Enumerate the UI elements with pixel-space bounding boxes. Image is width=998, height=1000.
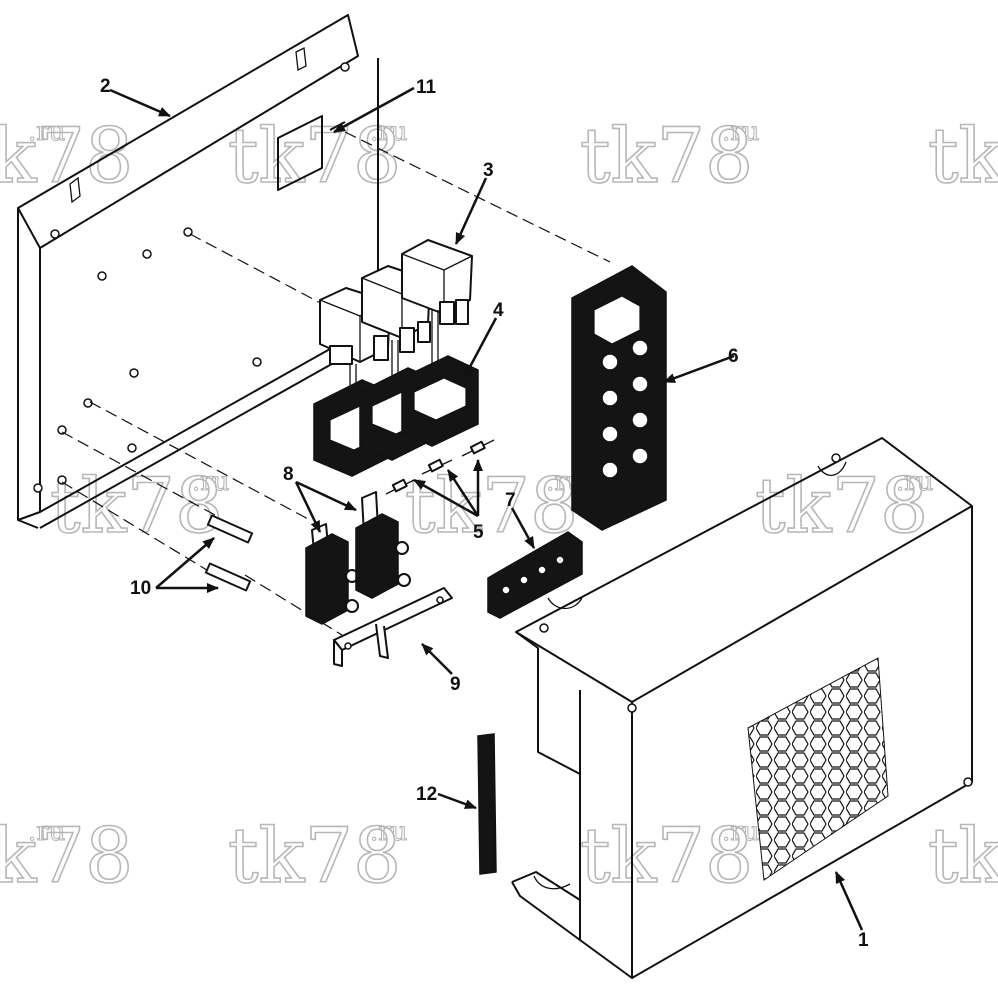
watermark: tk78.ru xyxy=(579,810,760,901)
watermark: tk78.ru xyxy=(0,110,134,201)
svg-text:tk78: tk78 xyxy=(405,461,578,550)
terminal-block-large xyxy=(571,265,667,531)
callout-5: 5 xyxy=(473,522,484,543)
terminal-strip-small xyxy=(487,531,583,619)
watermark: tk78.ru xyxy=(227,110,408,201)
leader-lines xyxy=(109,86,864,931)
watermark: tk78 xyxy=(927,810,998,901)
gasket-strip xyxy=(477,733,497,875)
label-plate xyxy=(277,115,323,191)
callout-10: 10 xyxy=(130,578,151,599)
svg-text:.ru: .ru xyxy=(370,117,407,147)
watermark: tk78.ru xyxy=(227,810,408,901)
callout-9: 9 xyxy=(450,674,461,695)
watermark: tk78.ru xyxy=(579,110,760,201)
watermark: tk78.ru xyxy=(754,460,934,551)
cover xyxy=(511,437,973,979)
watermark: tk78.ru xyxy=(0,810,134,901)
svg-text:tk78: tk78 xyxy=(755,461,928,550)
callout-2: 2 xyxy=(100,76,111,97)
svg-text:tk78: tk78 xyxy=(580,111,753,200)
svg-text:tk78: tk78 xyxy=(928,811,998,900)
svg-text:tk78: tk78 xyxy=(228,111,401,200)
diode xyxy=(385,478,415,495)
svg-text:.ru: .ru xyxy=(722,117,759,147)
svg-text:tk78: tk78 xyxy=(228,811,401,900)
diode xyxy=(421,458,453,475)
relay-socket xyxy=(401,355,479,447)
watermarks: tk78.ru tk78.ru tk78.ru tk78 tk78.ru tk7… xyxy=(0,110,998,901)
svg-text:.ru: .ru xyxy=(28,817,65,847)
svg-text:tk78: tk78 xyxy=(0,811,133,900)
svg-text:.ru: .ru xyxy=(722,817,759,847)
vent-grille xyxy=(747,657,889,881)
callout-3: 3 xyxy=(483,160,494,181)
callout-8: 8 xyxy=(283,464,294,485)
callout-11: 11 xyxy=(416,77,437,98)
circuit-breaker xyxy=(305,523,359,625)
callout-labels: 1 2 3 4 5 6 7 8 9 10 11 12 xyxy=(100,76,869,951)
diode xyxy=(461,439,495,457)
breaker-bracket xyxy=(333,587,453,667)
svg-text:.ru: .ru xyxy=(28,117,65,147)
circuit-breaker xyxy=(355,491,411,599)
watermark: tk78.ru xyxy=(49,460,230,551)
stud xyxy=(206,514,254,544)
callout-6: 6 xyxy=(728,346,739,367)
stud xyxy=(204,562,252,592)
callout-12: 12 xyxy=(416,784,437,805)
svg-text:.ru: .ru xyxy=(192,467,229,497)
callout-7: 7 xyxy=(505,490,516,511)
svg-text:tk78: tk78 xyxy=(580,811,753,900)
watermark: tk78.ru xyxy=(404,460,584,551)
callout-4: 4 xyxy=(493,300,504,321)
watermark: tk78 xyxy=(927,110,998,201)
callout-1: 1 xyxy=(858,930,869,951)
svg-text:tk78: tk78 xyxy=(928,111,998,200)
svg-text:.ru: .ru xyxy=(370,817,407,847)
svg-text:tk78: tk78 xyxy=(0,111,133,200)
